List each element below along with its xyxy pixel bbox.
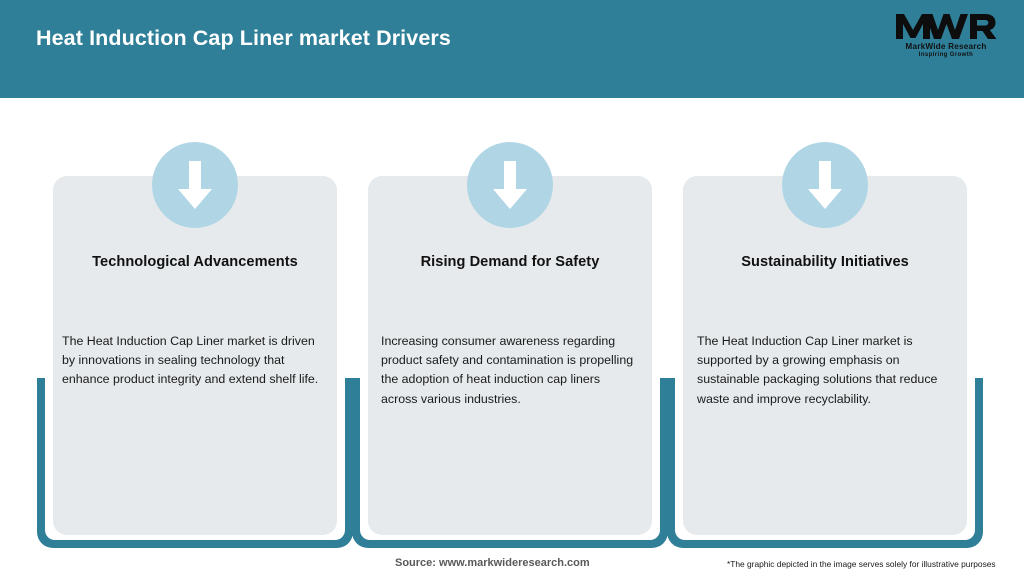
card-2-icon-badge xyxy=(467,142,553,228)
brand-logo: MarkWide Research Inspiring Growth xyxy=(890,11,1002,65)
disclaimer-label: *The graphic depicted in the image serve… xyxy=(727,559,996,569)
card-1-title: Technological Advancements xyxy=(92,254,298,270)
card-1-body: The Heat Induction Cap Liner market is d… xyxy=(62,334,319,387)
arrow-down-icon xyxy=(178,161,212,209)
card-3-title: Sustainability Initiatives xyxy=(741,254,909,270)
source-label: Source: www.markwideresearch.com xyxy=(395,557,590,569)
arrow-down-icon xyxy=(493,161,527,209)
header-bar: Heat Induction Cap Liner market Drivers … xyxy=(0,0,1024,98)
card-3-body: The Heat Induction Cap Liner market is s… xyxy=(697,334,938,406)
card-1-panel[interactable] xyxy=(53,176,337,535)
mwr-logo-icon xyxy=(896,14,997,39)
card-1-icon-badge xyxy=(152,142,238,228)
card-3-panel[interactable] xyxy=(683,176,967,535)
card-3-icon-badge xyxy=(782,142,868,228)
card-2-body: Increasing consumer awareness regarding … xyxy=(381,334,634,406)
arrow-down-icon xyxy=(808,161,842,209)
card-2-title: Rising Demand for Safety xyxy=(420,254,600,270)
card-2-panel[interactable] xyxy=(368,176,652,535)
page-title: Heat Induction Cap Liner market Drivers xyxy=(36,26,451,50)
logo-tagline: Inspiring Growth xyxy=(918,52,974,58)
logo-company-name: MarkWide Research xyxy=(905,42,987,51)
